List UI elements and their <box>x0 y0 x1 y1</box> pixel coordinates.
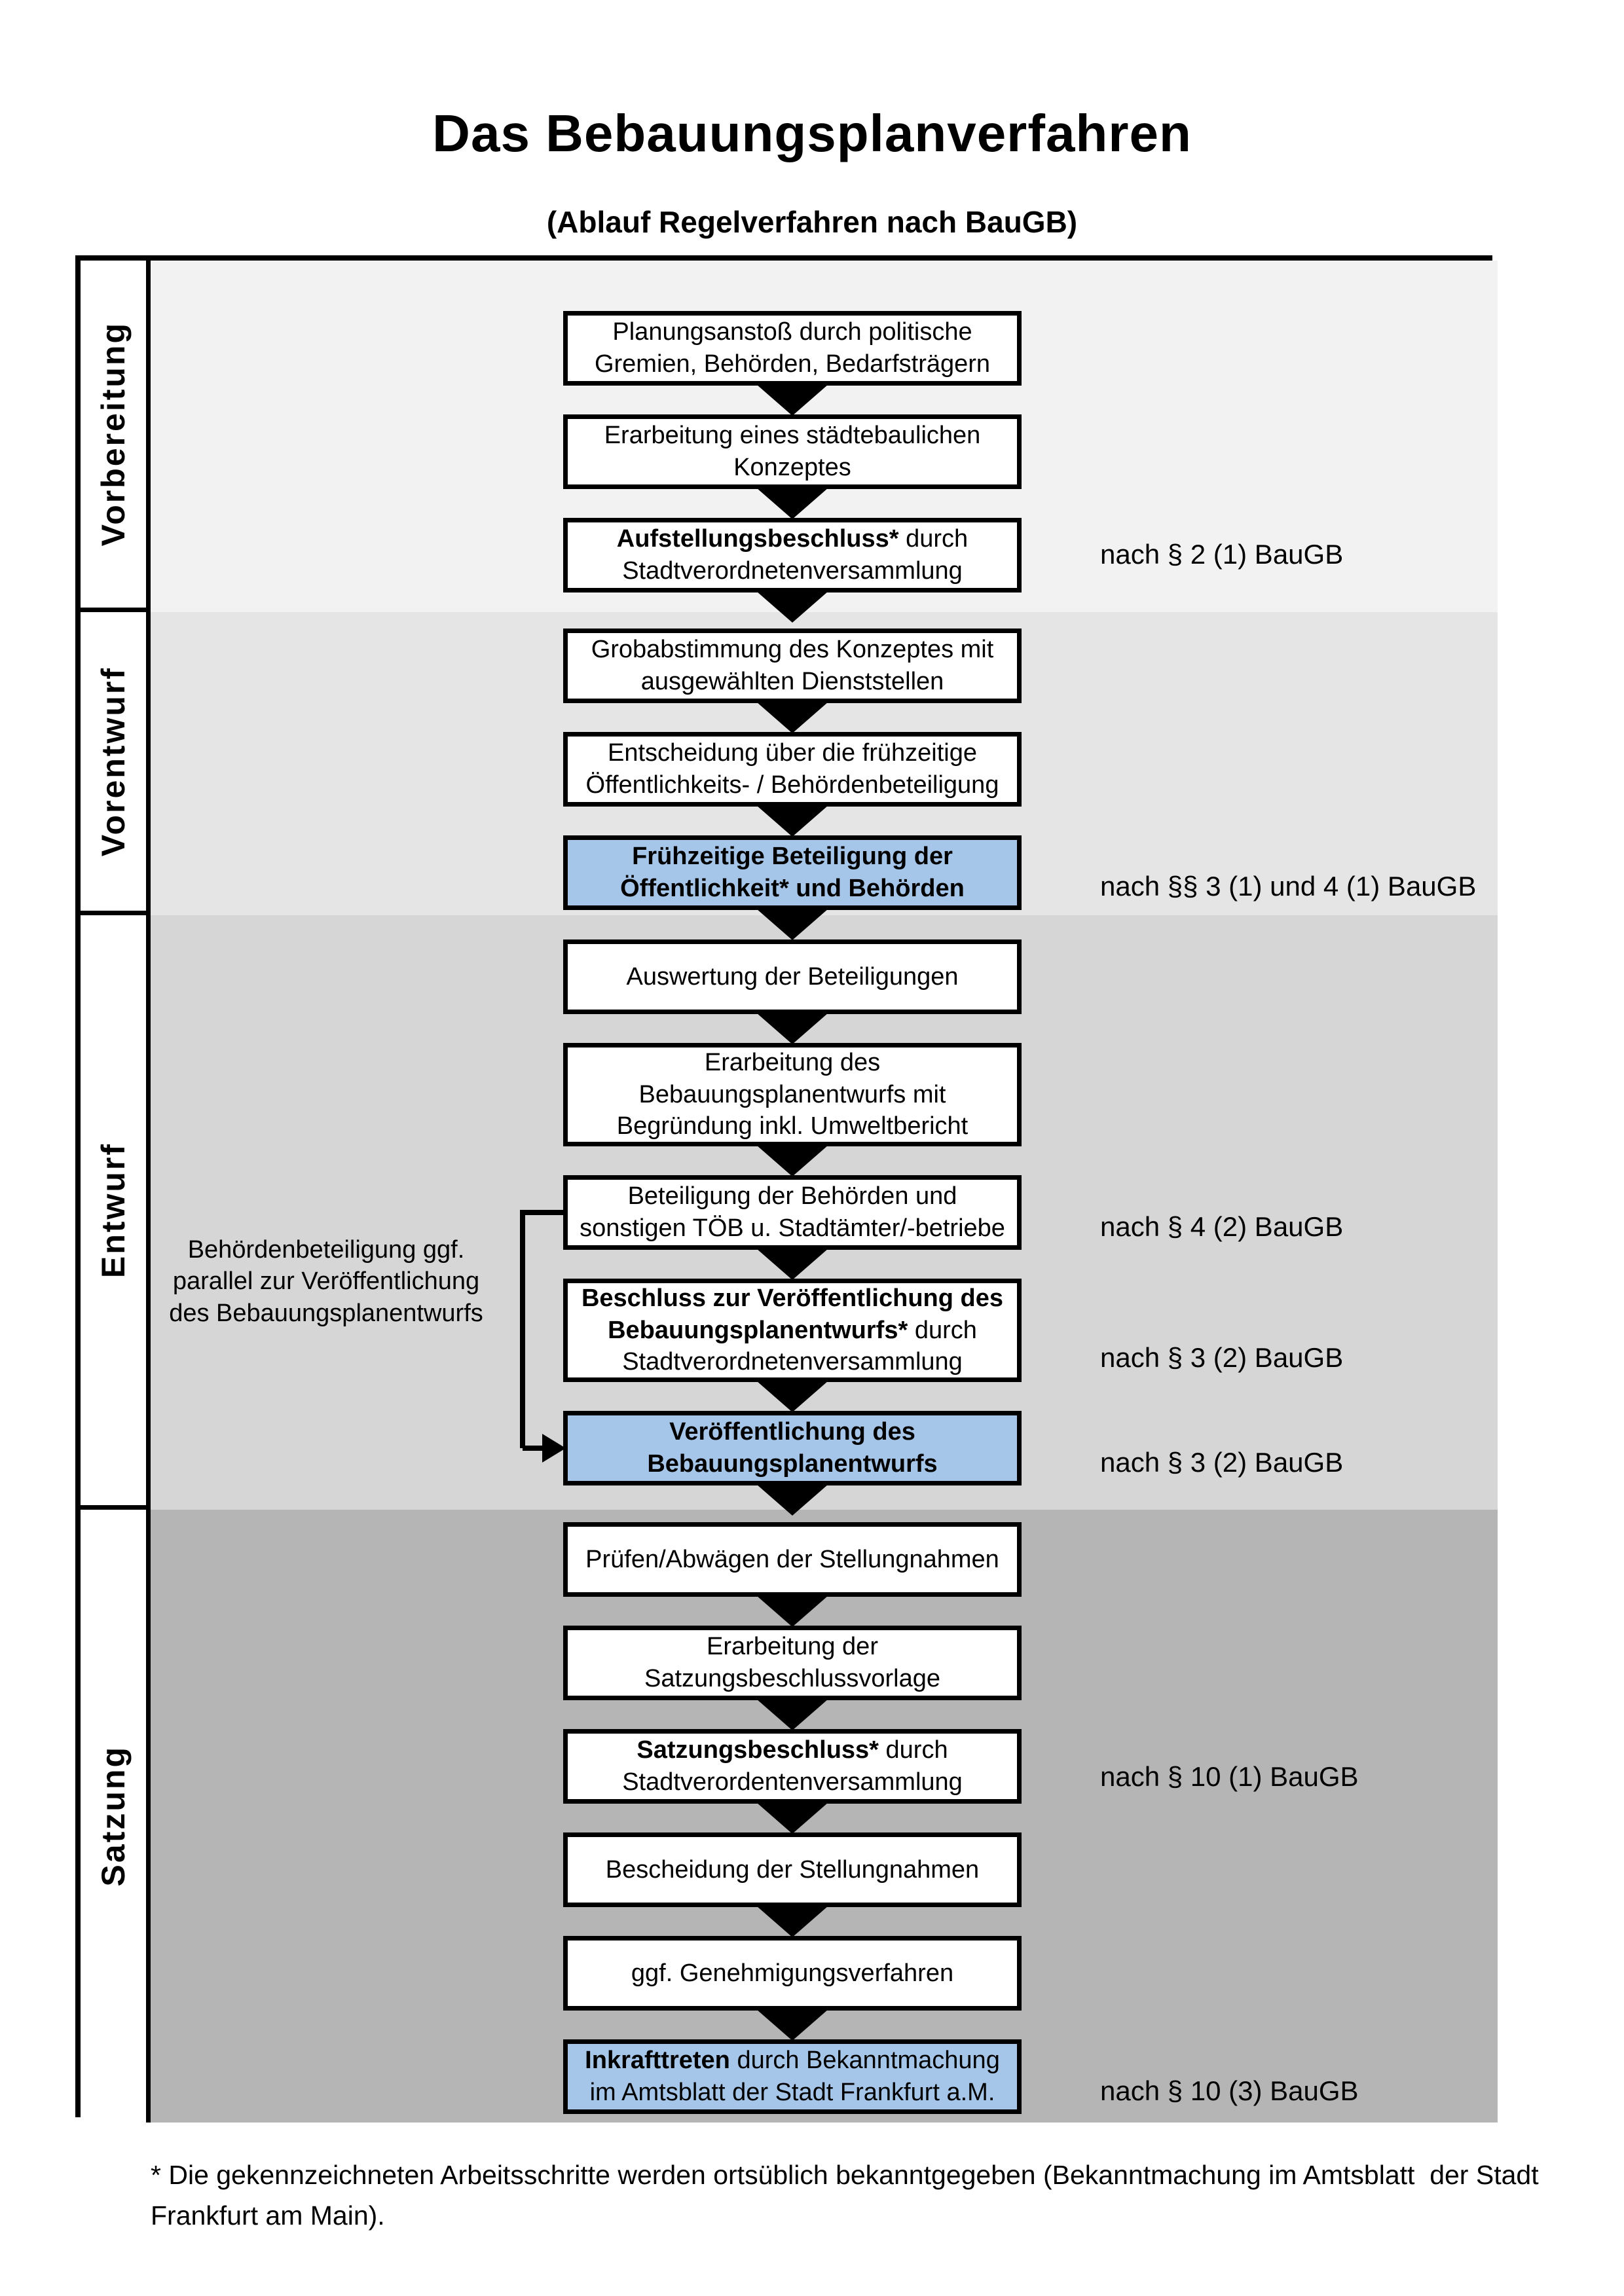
box-text: Planungsanstoß durch politische Gremien,… <box>594 318 991 378</box>
connector-line <box>523 1446 545 1451</box>
footnote: * Die gekennzeichneten Arbeitsschritte w… <box>151 2160 1546 2231</box>
box-veroeffentlichung-bebauungsplanentwurf: Veröffentlichung des Bebauungsplanentwur… <box>563 1411 1022 1485</box>
arrow-down-icon <box>756 1595 828 1627</box>
box-text: Inkrafttreten durch Bekanntmachung im Am… <box>585 2047 1000 2106</box>
arrow-down-icon <box>756 1013 828 1044</box>
box-text: Erarbeitung der Satzungsbeschlussvorlage <box>644 1633 941 1692</box>
box-erarbeitung-bebauungsplanentwurf: Erarbeitung des Bebauungsplanentwurfs mi… <box>563 1043 1022 1146</box>
arrow-down-icon <box>756 909 828 940</box>
arrow-down-icon <box>756 591 828 623</box>
legal-reference: nach § 4 (2) BauGB <box>1100 1211 1344 1242</box>
connector-line <box>523 1210 563 1215</box>
box-text: ggf. Genehmigungsverfahren <box>631 1959 954 1987</box>
arrow-down-icon <box>756 1248 828 1280</box>
box-text: Entscheidung über die frühzeitige Öffent… <box>585 739 999 799</box>
box-beschluss-veroeffentlichung: Beschluss zur Veröffentlichung des Bebau… <box>563 1279 1022 1382</box>
box-bescheidung-stellungnahmen: Bescheidung der Stellungnahmen <box>563 1832 1022 1907</box>
arrow-down-icon <box>756 1145 828 1176</box>
connector-arrow-right-icon <box>542 1434 566 1463</box>
box-text: Auswertung der Beteiligungen <box>626 962 959 991</box>
box-text: Erarbeitung eines städtebaulichen Konzep… <box>604 422 981 481</box>
box-genehmigungsverfahren: ggf. Genehmigungsverfahren <box>563 1936 1022 2011</box>
page-title: Das Bebauungsplanverfahren <box>432 104 1192 162</box>
box-text: Erarbeitung des Bebauungsplanentwurfs mi… <box>616 1049 969 1140</box>
diagram-frame: Vorbereitung Vorentwurf Entwurf Satzung … <box>75 255 1498 2123</box>
legal-reference: nach §§ 3 (1) und 4 (1) BauGB <box>1100 871 1477 902</box>
legal-reference: nach § 10 (3) BauGB <box>1100 2075 1359 2106</box>
box-text: Satzungsbeschluss* durch Stadtverordente… <box>622 1736 963 1796</box>
box-text: Veröffentlichung des Bebauungsplanentwur… <box>647 1418 938 1478</box>
box-text: Frühzeitige Beteiligung der Öffentlichke… <box>620 843 965 902</box>
arrow-down-icon <box>756 1381 828 1412</box>
box-text: Beschluss zur Veröffentlichung des Bebau… <box>581 1285 1004 1376</box>
page-subtitle: (Ablauf Regelverfahren nach BauGB) <box>546 205 1078 239</box>
phase-label-text: Vorentwurf <box>95 666 132 857</box>
legal-reference: nach § 3 (2) BauGB <box>1100 1342 1344 1373</box>
phase-label-text: Entwurf <box>95 1142 132 1279</box>
box-erarbeitung-satzungsbeschlussvorlage: Erarbeitung der Satzungsbeschlussvorlage <box>563 1626 1022 1700</box>
arrow-down-icon <box>756 384 828 416</box>
box-beteiligung-behoerden-toeb: Beteiligung der Behörden und sonstigen T… <box>563 1175 1022 1250</box>
legal-reference: nach § 10 (1) BauGB <box>1100 1761 1359 1792</box>
box-satzungsbeschluss: Satzungsbeschluss* durch Stadtverordente… <box>563 1729 1022 1804</box>
box-auswertung-beteiligungen: Auswertung der Beteiligungen <box>563 939 1022 1014</box>
legal-reference: nach § 3 (2) BauGB <box>1100 1447 1344 1478</box>
arrow-down-icon <box>756 1802 828 1834</box>
arrow-down-icon <box>756 2009 828 2041</box>
arrow-down-icon <box>756 805 828 837</box>
box-grobabstimmung: Grobabstimmung des Konzeptes mit ausgewä… <box>563 629 1022 703</box>
box-inkrafttreten: Inkrafttreten durch Bekanntmachung im Am… <box>563 2039 1022 2114</box>
arrow-down-icon <box>756 1484 828 1516</box>
arrow-down-icon <box>756 488 828 519</box>
phase-label-text: Vorbereitung <box>95 321 132 547</box>
box-aufstellungsbeschluss: Aufstellungsbeschluss* durch Stadtverord… <box>563 518 1022 592</box>
phase-label-text: Satzung <box>95 1745 132 1887</box>
arrow-down-icon <box>756 1699 828 1730</box>
box-text: Bescheidung der Stellungnahmen <box>605 1855 980 1884</box>
connector-line <box>520 1210 525 1448</box>
box-fruehzeitige-beteiligung: Frühzeitige Beteiligung der Öffentlichke… <box>563 835 1022 910</box>
legal-reference: nach § 2 (1) BauGB <box>1100 539 1344 570</box>
phase-label-vorentwurf: Vorentwurf <box>81 612 151 915</box>
box-text: Prüfen/Abwägen der Stellungnahmen <box>585 1545 999 1573</box>
arrow-down-icon <box>756 1906 828 1937</box>
box-staedtebauliches-konzept: Erarbeitung eines städtebaulichen Konzep… <box>563 414 1022 489</box>
box-pruefen-abwaegen: Prüfen/Abwägen der Stellungnahmen <box>563 1522 1022 1597</box>
box-planungsanstoss: Planungsanstoß durch politische Gremien,… <box>563 311 1022 386</box>
phase-label-entwurf: Entwurf <box>81 915 151 1510</box>
box-text: Grobabstimmung des Konzeptes mit ausgewä… <box>591 636 994 695</box>
phase-label-vorbereitung: Vorbereitung <box>81 261 151 612</box>
box-text: Aufstellungsbeschluss* durch Stadtverord… <box>616 525 969 585</box>
side-note: Behördenbeteiligung ggf. parallel zur Ve… <box>169 1236 483 1327</box>
arrow-down-icon <box>756 702 828 733</box>
box-entscheidung-fruehzeitige-beteiligung: Entscheidung über die frühzeitige Öffent… <box>563 732 1022 807</box>
box-text: Beteiligung der Behörden und sonstigen T… <box>580 1182 1005 1242</box>
phase-label-satzung: Satzung <box>81 1510 151 2123</box>
